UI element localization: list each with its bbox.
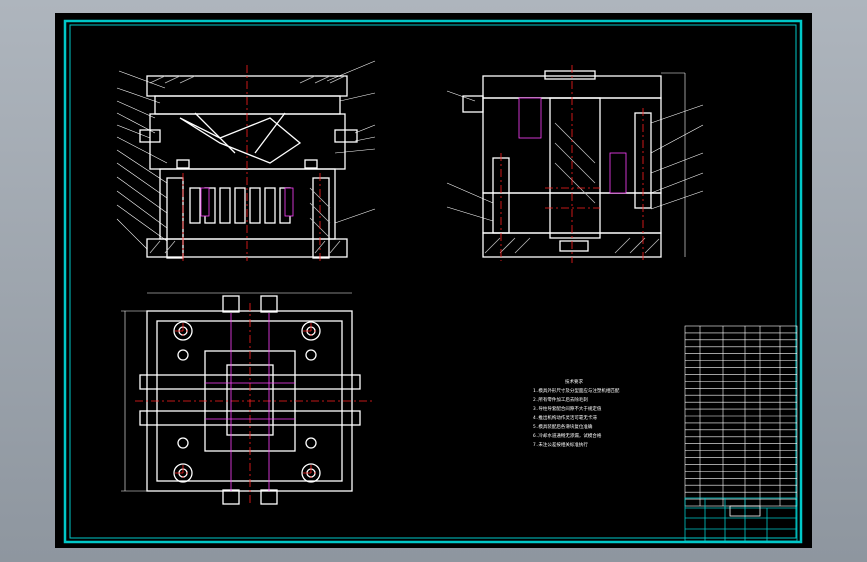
- note-line: 技术要求: [565, 378, 583, 385]
- note-line: 1.模具外形尺寸及分型面应与注塑机相匹配: [533, 387, 620, 394]
- note-line: 6.冷却水道通畅无渗漏，试模合格: [533, 432, 602, 439]
- side-centerlines: [500, 65, 644, 263]
- side-leaders: [446, 72, 704, 257]
- technical-notes: 技术要求 1.模具外形尺寸及分型面应与注塑机相匹配 2.所有零件加工后去除毛刺 3.导…: [533, 378, 620, 448]
- parts-list-table: [684, 325, 798, 507]
- title-block: [684, 497, 798, 542]
- front-centerlines: [182, 65, 321, 261]
- plan-hidden-lines: [205, 313, 295, 491]
- mold-assembly-drawing: 技术要求 1.模具外形尺寸及分型面应与注塑机相匹配 2.所有零件加工后去除毛刺 3.导…: [63, 19, 803, 544]
- note-line: 2.所有零件加工后去除毛刺: [533, 396, 588, 403]
- note-line: 3.导柱导套配合间隙不大于规定值: [533, 405, 602, 412]
- front-section-view: [139, 75, 358, 259]
- note-line: 7.未注公差按相关标准执行: [533, 441, 588, 448]
- note-line: 4.推出机构动作灵活可靠无卡滞: [533, 414, 597, 421]
- plan-dimensions: [121, 292, 352, 492]
- drawing-frame: [63, 19, 803, 544]
- drawing-sheet: 技术要求 1.模具外形尺寸及分型面应与注塑机相匹配 2.所有零件加工后去除毛刺 3.导…: [55, 13, 812, 548]
- side-hidden-lines: [518, 97, 627, 194]
- front-leaders: [116, 60, 376, 250]
- side-section-view: [462, 70, 662, 258]
- plan-centerlines: [135, 303, 373, 503]
- front-hidden-lines: [200, 187, 294, 217]
- note-line: 5.模具装配后各滑块复位准确: [533, 423, 593, 430]
